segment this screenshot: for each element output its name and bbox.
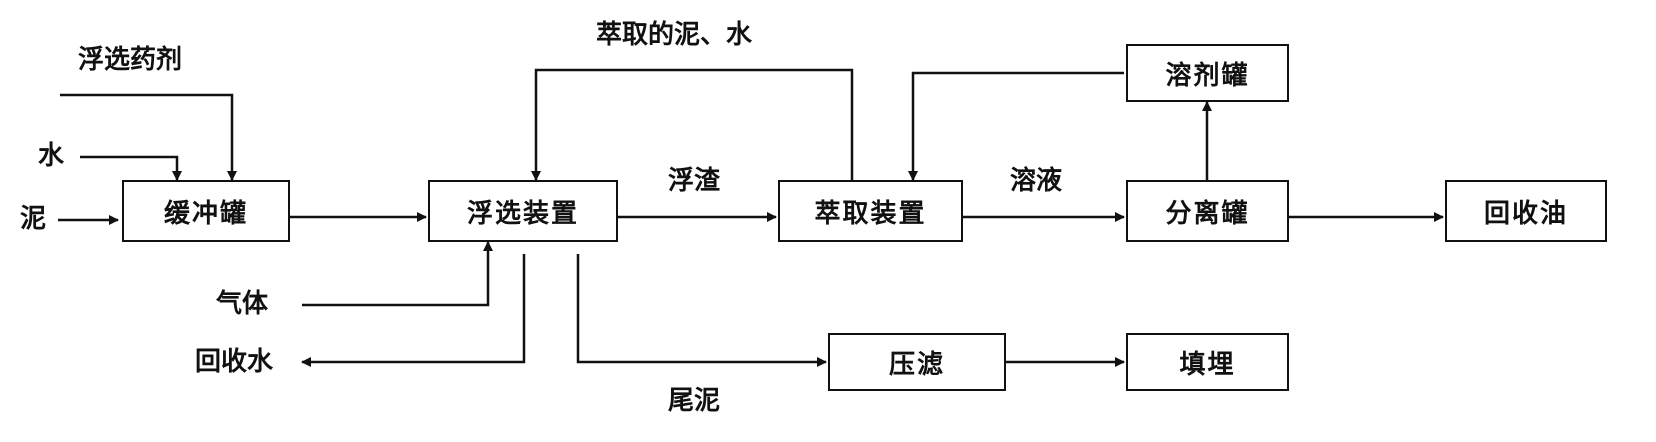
extracted-mud-water-label: 萃取的泥、水 bbox=[596, 20, 753, 50]
sludge-input-label: 泥 bbox=[20, 204, 47, 234]
separation-tank-box: 分离罐 bbox=[1126, 180, 1289, 242]
gas-input-label: 气体 bbox=[216, 289, 269, 319]
arrow-flotation-to-water bbox=[301, 254, 526, 367]
arrow-extraction-recycle bbox=[531, 68, 854, 181]
arrow-agent-to-buffer bbox=[60, 93, 237, 181]
tailings-label: 尾泥 bbox=[668, 386, 721, 416]
flotation-agent-label: 浮选药剂 bbox=[78, 45, 183, 75]
arrow-water-to-buffer bbox=[80, 155, 182, 181]
recovered-oil-box: 回收油 bbox=[1445, 180, 1607, 242]
landfill-box: 填埋 bbox=[1126, 333, 1289, 391]
recovered-water-label: 回收水 bbox=[195, 347, 274, 377]
arrow-flotation-to-press bbox=[576, 254, 827, 367]
arrow-gas-to-flotation bbox=[302, 241, 493, 307]
arrow-solvent-to-extraction bbox=[908, 71, 1124, 181]
buffer-tank-box: 缓冲罐 bbox=[122, 180, 290, 242]
scum-label: 浮渣 bbox=[668, 166, 721, 196]
water-input-label: 水 bbox=[38, 141, 65, 171]
solvent-tank-box: 溶剂罐 bbox=[1126, 44, 1289, 102]
flotation-device-box: 浮选装置 bbox=[428, 180, 618, 242]
press-filter-box: 压滤 bbox=[828, 333, 1006, 391]
extraction-device-box: 萃取装置 bbox=[778, 180, 963, 242]
solution-label: 溶液 bbox=[1010, 166, 1063, 196]
